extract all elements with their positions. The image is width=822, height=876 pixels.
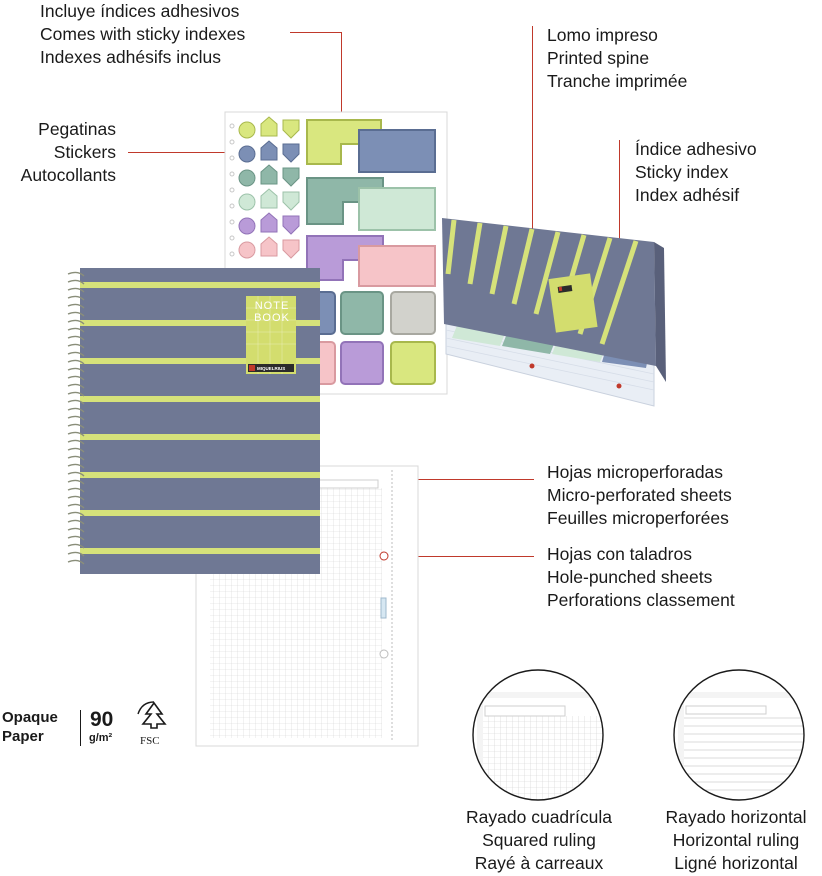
- leader-spine: [532, 26, 533, 366]
- opaque-line: Paper: [2, 728, 44, 745]
- leader-microperforated: [400, 479, 534, 480]
- opaque-line: Opaque: [2, 709, 58, 726]
- callout-line: Printed spine: [547, 48, 650, 68]
- callout-hole-punched: Hojas con taladros Hole-punched sheets P…: [547, 543, 735, 612]
- angled-notebook: [442, 218, 666, 407]
- callout-printed-spine: Lomo impreso Printed spine Tranche impri…: [547, 24, 687, 93]
- ruling-line: Rayado horizontal: [665, 807, 807, 827]
- callout-line: Stickers: [53, 142, 116, 162]
- callout-line: Hole-punched sheets: [547, 567, 713, 587]
- leader-indexes-v: [341, 32, 342, 136]
- spiral-notebook: [67, 268, 320, 574]
- cover-label-line: NOTE: [254, 300, 290, 312]
- callout-sticky-index: Índice adhesivo Sticky index Index adhés…: [635, 138, 757, 207]
- cover-label-text: NOTE BOOK: [248, 300, 296, 324]
- paper-weight-unit: g/m²: [89, 732, 113, 744]
- badge-divider: [80, 710, 81, 746]
- callout-line: Feuilles microperforées: [547, 508, 729, 528]
- callout-microperforated: Hojas microperforadas Micro-perforated s…: [547, 461, 732, 530]
- callout-line: Hojas microperforadas: [547, 462, 724, 482]
- callout-line: Comes with sticky indexes: [40, 24, 246, 44]
- callout-line: Incluye índices adhesivos: [40, 1, 240, 21]
- fsc-tree-icon: [137, 701, 167, 729]
- leader-stickers: [128, 152, 248, 153]
- cover-stripes: [80, 282, 320, 554]
- spiral-rings: [67, 271, 85, 565]
- ruling-horizontal-label: Rayado horizontal Horizontal ruling Lign…: [652, 806, 820, 875]
- sticker-icons: [238, 116, 300, 259]
- ruling-line: Squared ruling: [482, 830, 596, 850]
- cover-label-line: BOOK: [254, 312, 290, 324]
- paper-weight-value: 90: [90, 708, 114, 731]
- ruling-squared-label: Rayado cuadrícula Squared ruling Rayé à …: [450, 806, 628, 875]
- callout-line: Indexes adhésifs inclus: [40, 47, 221, 67]
- horizontal-ruling-circle: [673, 669, 805, 801]
- fsc-label: FSC: [140, 735, 160, 747]
- callout-line: Pegatinas: [38, 119, 116, 139]
- ruling-line: Horizontal ruling: [672, 830, 800, 850]
- ruling-line: Rayé à carreaux: [474, 853, 604, 873]
- callout-line: Autocollants: [20, 165, 116, 185]
- callout-line: Micro-perforated sheets: [547, 485, 732, 505]
- cover-label: [246, 296, 296, 374]
- callout-line: Tranche imprimée: [547, 71, 688, 91]
- leader-hole-punched: [386, 556, 534, 557]
- callout-line: Lomo impreso: [547, 25, 658, 45]
- leader-indexes-h: [290, 32, 342, 33]
- ruling-line: Rayado cuadrícula: [466, 807, 612, 827]
- cover-brand: MIQUELRIUS: [257, 366, 286, 371]
- callout-line: Hojas con taladros: [547, 544, 692, 564]
- opaque-paper-badge: Opaque Paper: [2, 708, 58, 746]
- squared-ruling-circle: [472, 669, 604, 801]
- sticker-tabs: [306, 119, 436, 287]
- ruling-line: Ligné horizontal: [674, 853, 798, 873]
- callout-line: Índice adhesivo: [635, 139, 757, 159]
- callout-line: Sticky index: [635, 162, 729, 182]
- callout-sticky-indexes: Incluye índices adhesivos Comes with sti…: [40, 0, 245, 69]
- callout-stickers: Pegatinas Stickers Autocollants: [0, 118, 116, 187]
- callout-line: Index adhésif: [635, 185, 740, 205]
- callout-line: Perforations classement: [547, 590, 735, 610]
